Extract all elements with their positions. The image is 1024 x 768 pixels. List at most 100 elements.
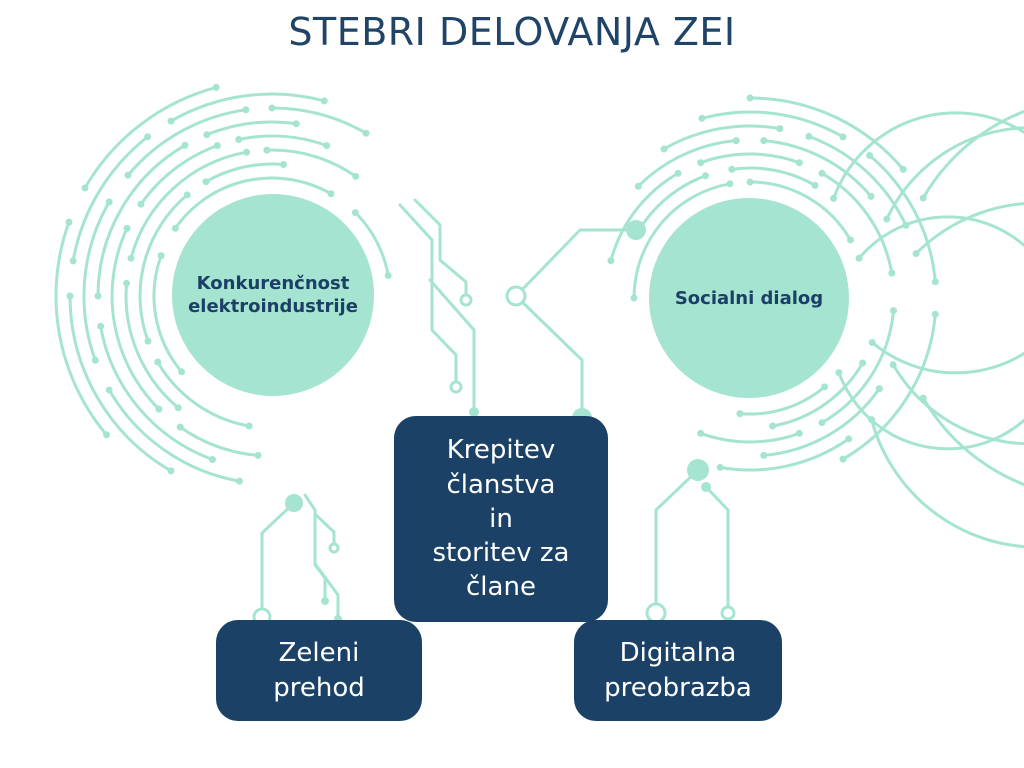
pillar-social-dialog-label: Socialni dialog: [674, 287, 824, 309]
circuit-node: [321, 597, 329, 605]
circuit-node: [449, 380, 463, 394]
circuit-dot: [105, 198, 113, 206]
circuit-arc: [124, 281, 180, 410]
circuit-dot: [176, 423, 184, 431]
circuit-dot: [630, 294, 638, 302]
circuit-arc: [205, 120, 298, 137]
circuit-trace: [428, 278, 476, 412]
circuit-arc: [762, 139, 873, 198]
circuit-dot: [769, 422, 777, 430]
circuit-arc: [609, 171, 680, 263]
circuit-dot: [866, 152, 874, 159]
circuit-dot: [94, 292, 102, 300]
circuit-dot: [235, 477, 243, 485]
circuit-dot: [243, 148, 251, 156]
circuit-dot: [746, 178, 754, 186]
circuit-trace: [303, 493, 327, 602]
circuit-node: [459, 293, 473, 307]
circuit-dot: [776, 125, 784, 133]
circuit-dot: [868, 416, 876, 424]
circuit-dot: [144, 133, 152, 141]
circuit-dot: [795, 429, 803, 437]
circuit-dot: [69, 257, 77, 265]
circuit-dot: [178, 368, 186, 376]
circuit-dot: [732, 137, 740, 145]
circuit-arc: [636, 139, 738, 188]
circuit-dot: [203, 131, 211, 139]
circuit-dot: [674, 169, 682, 177]
circuit-dot: [607, 257, 615, 265]
circuit-arc: [54, 220, 108, 437]
circuit-dot: [154, 358, 162, 366]
circuit-dot: [174, 404, 182, 412]
circuit-arc: [71, 135, 150, 263]
circuit-dot: [702, 172, 709, 180]
circuit-arc: [270, 106, 368, 135]
circuit-node: [701, 482, 711, 492]
circuit-dot: [859, 359, 867, 367]
circuit-dot: [855, 254, 863, 262]
circuit-arc: [178, 425, 260, 457]
circuit-dot: [124, 171, 132, 179]
circuit-dot: [912, 250, 920, 257]
circuit-arc: [204, 162, 285, 184]
circuit-dot: [323, 142, 331, 150]
circuit-dot: [890, 307, 897, 315]
circuit-dot: [183, 191, 191, 199]
circuit-arc: [700, 110, 845, 139]
circuit-dot: [351, 209, 359, 217]
circuit-dot: [66, 292, 74, 300]
circuit-dot: [660, 145, 668, 153]
circuit-trace: [314, 513, 336, 548]
circuit-dot: [919, 194, 927, 202]
circuit-trace: [654, 468, 700, 614]
circuit-arc: [126, 108, 248, 177]
circuit-node: [285, 494, 303, 512]
circuit-node: [505, 285, 527, 307]
circuit-dot: [811, 181, 819, 189]
circuit-arc: [82, 200, 111, 362]
circuit-arc: [156, 360, 251, 428]
circuit-dot: [127, 254, 135, 262]
pillar-membership-services: Krepitev članstva in storitev za člane: [394, 416, 608, 622]
circuit-dot: [697, 159, 705, 167]
circuit-dot: [795, 159, 803, 167]
pillar-green-transition: Zeleni prehod: [216, 620, 422, 721]
circuit-arc: [99, 324, 214, 461]
pillar-competitiveness: Konkurenčnost elektroindustrije: [172, 194, 374, 396]
circuit-dot: [362, 129, 370, 137]
circuit-dot: [835, 369, 843, 377]
circuit-dot: [818, 419, 826, 427]
circuit-dot: [839, 133, 847, 141]
circuit-arc: [748, 96, 905, 171]
circuit-dot: [736, 410, 744, 418]
circuit-trace: [398, 203, 458, 387]
circuit-dot: [91, 356, 99, 364]
circuit-arc: [807, 134, 908, 227]
circuit-dot: [830, 194, 838, 202]
circuit-dot: [760, 137, 768, 145]
circuit-node: [687, 459, 709, 481]
circuit-dot: [384, 272, 392, 279]
pillar-digital-transformation-label: Digitalna preobrazba: [604, 638, 752, 703]
circuit-dot: [171, 224, 179, 232]
circuit-arc: [837, 215, 1024, 451]
circuit-dot: [818, 169, 826, 177]
circuit-dot: [167, 117, 175, 125]
circuit-dot: [868, 339, 876, 346]
circuit-trace: [704, 485, 730, 614]
circuit-arc: [820, 171, 894, 275]
circuit-dot: [634, 182, 642, 190]
circuit-traces: [260, 198, 730, 620]
circuit-arc: [870, 202, 1024, 548]
circuit-dot: [746, 94, 754, 102]
circuit-trace: [314, 563, 340, 620]
circuit-arc: [738, 385, 827, 416]
circuit-dot: [899, 165, 907, 173]
circuit-dot: [697, 429, 705, 437]
circuit-dot: [821, 383, 829, 391]
circuit-arc: [152, 254, 184, 374]
circuit-dot: [698, 114, 706, 122]
circuit-dot: [144, 337, 152, 345]
